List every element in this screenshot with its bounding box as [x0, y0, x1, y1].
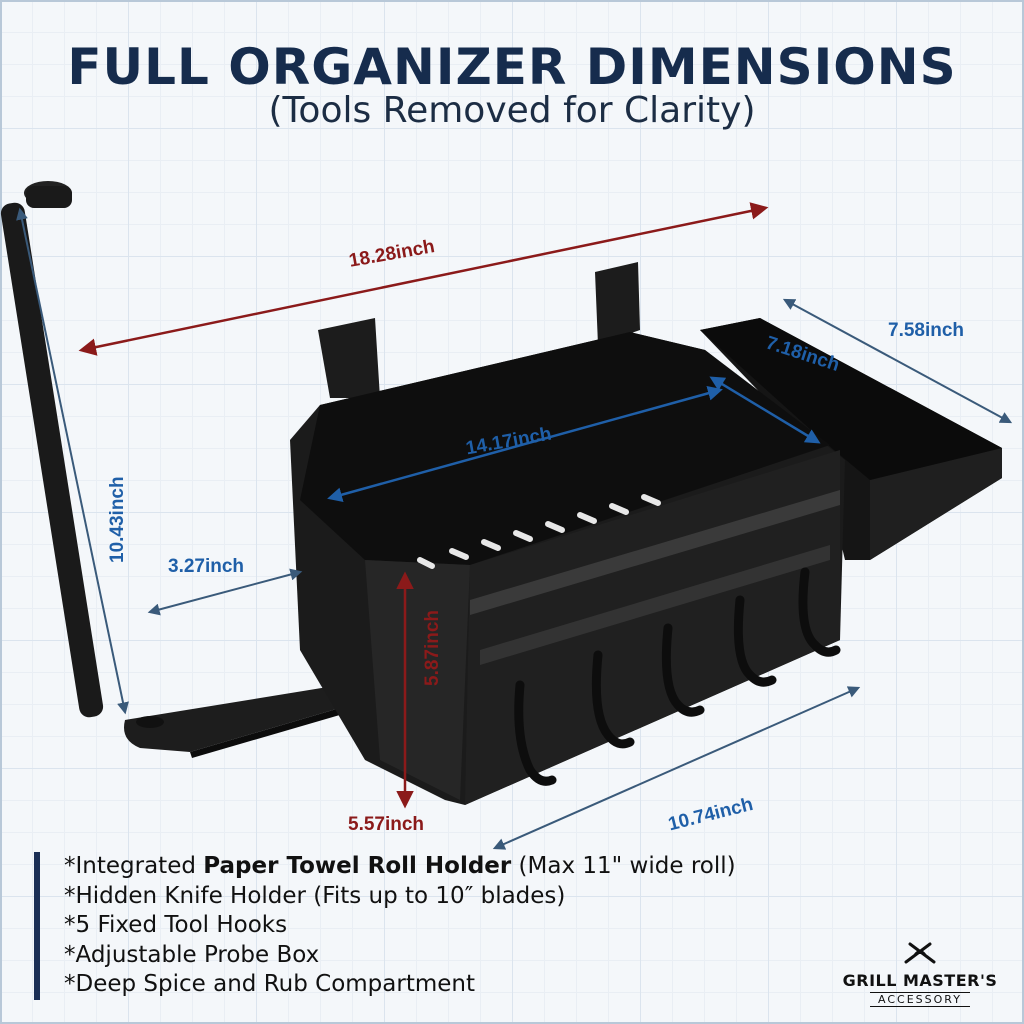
dim-box-height: 5.87inch [422, 610, 443, 686]
brand-logo: GRILL MASTER'S ACCESSORY [830, 940, 1010, 1008]
dim-front-width: 10.74inch [666, 794, 755, 835]
feature-item: *Adjustable Probe Box [64, 941, 320, 968]
dim-overall-length: 18.28inch [347, 236, 436, 272]
feature-item: *Integrated Paper Towel Roll Holder (Max… [64, 853, 736, 879]
main-box [290, 332, 845, 805]
dim-base-offset: 3.27inch [168, 556, 244, 577]
logo-name: GRILL MASTER'S [842, 971, 998, 990]
feature-item: *5 Fixed Tool Hooks [64, 912, 288, 938]
feature-list: *Integrated Paper Towel Roll Holder (Max… [34, 852, 824, 1000]
page-title: FULL ORGANIZER DIMENSIONS [67, 38, 957, 96]
dim-stand-height: 5.57inch [348, 814, 424, 835]
dimension-lines [16, 202, 1013, 850]
page-subtitle: (Tools Removed for Clarity) [268, 90, 756, 131]
paper-towel-pole [0, 181, 164, 728]
logo-tagline: ACCESSORY [870, 992, 970, 1007]
feature-item: *Hidden Knife Holder (Fits up to 10″ bla… [64, 882, 566, 909]
dim-probe-box-outer: 7.58inch [888, 320, 964, 341]
grill-utensils-icon [904, 942, 936, 964]
base-plate [124, 685, 350, 758]
feature-item: *Deep Spice and Rub Compartment [64, 971, 475, 997]
dim-total-height: 10.43inch [107, 476, 128, 563]
